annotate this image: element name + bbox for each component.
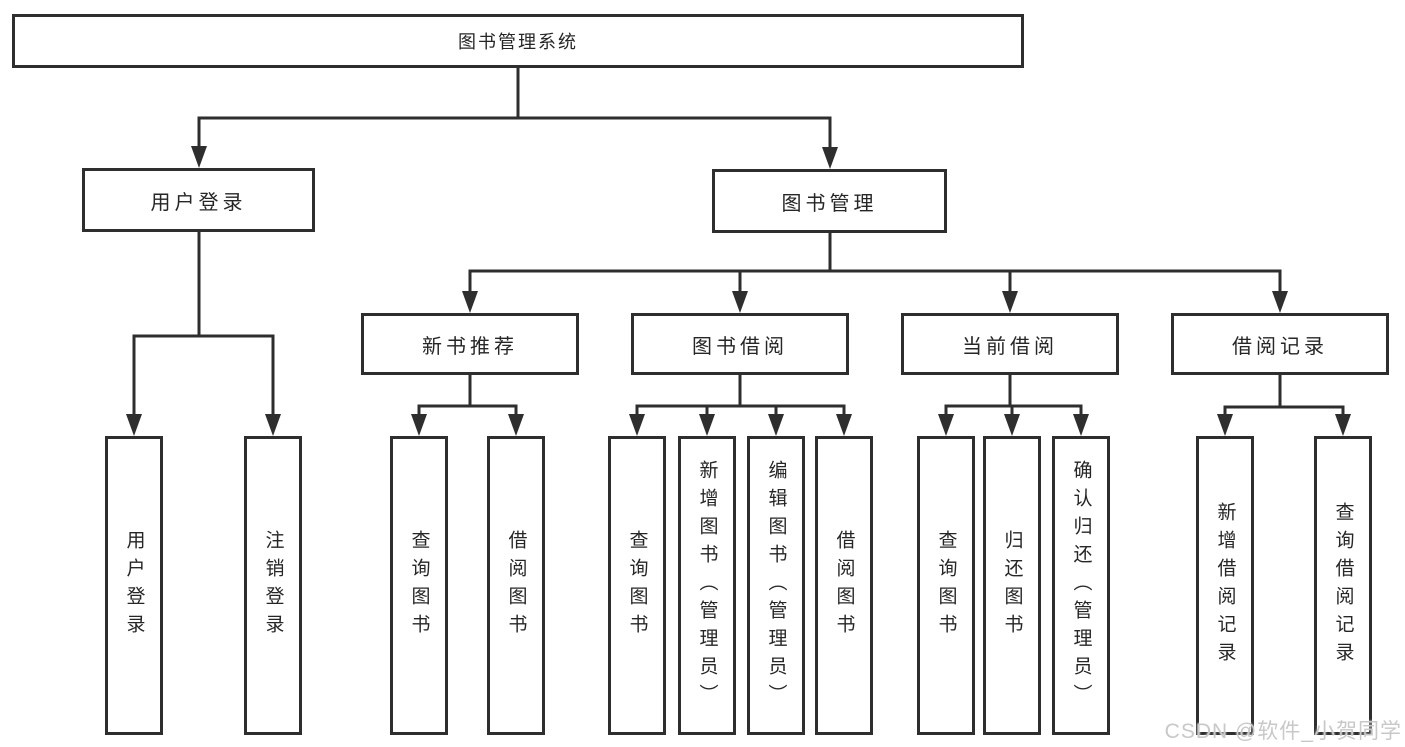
leaf-label: 新增借阅记录: [1214, 501, 1236, 670]
leaf-br-add-record: 新增借阅记录: [1196, 436, 1254, 735]
leaf-label: 注销登录: [262, 529, 284, 642]
leaf-br-query-record: 查询借阅记录: [1314, 436, 1372, 735]
leaf-label: 归还图书: [1001, 529, 1023, 642]
node-borrow-records: 借阅记录: [1171, 313, 1389, 375]
leaf-nbr-query-books: 查询图书: [390, 436, 448, 735]
leaf-label: 用户登录: [123, 529, 145, 642]
node-book-management: 图书管理: [712, 169, 947, 233]
leaf-label: 查询图书: [626, 529, 648, 642]
leaf-cb-confirm-return-admin: 确认归还（管理员）: [1052, 436, 1110, 735]
leaf-label: 确认归还（管理员）: [1070, 459, 1092, 712]
leaf-bb-edit-book-admin: 编辑图书（管理员）: [747, 436, 805, 735]
watermark: CSDN @软件_小贺同学: [1164, 720, 1402, 743]
node-user-login: 用户登录: [82, 168, 315, 232]
leaf-label: 借阅图书: [833, 529, 855, 642]
node-book-borrow: 图书借阅: [631, 313, 849, 375]
node-root: 图书管理系统: [12, 14, 1024, 68]
leaf-nbr-borrow-books: 借阅图书: [487, 436, 545, 735]
leaf-cb-query-books: 查询图书: [917, 436, 975, 735]
leaf-bb-add-book-admin: 新增图书（管理员）: [678, 436, 736, 735]
leaf-bb-borrow-books: 借阅图书: [815, 436, 873, 735]
leaf-cb-return-books: 归还图书: [983, 436, 1041, 735]
leaf-label: 查询图书: [935, 529, 957, 642]
leaf-label: 新增图书（管理员）: [696, 459, 718, 712]
leaf-user-login: 用户登录: [105, 436, 163, 735]
leaf-label: 查询图书: [408, 529, 430, 642]
leaf-bb-query-books: 查询图书: [608, 436, 666, 735]
leaf-label: 借阅图书: [505, 529, 527, 642]
leaf-logout: 注销登录: [244, 436, 302, 735]
node-new-book-recommend: 新书推荐: [361, 313, 579, 375]
node-current-borrow: 当前借阅: [901, 313, 1119, 375]
leaf-label: 查询借阅记录: [1332, 501, 1354, 670]
leaf-label: 编辑图书（管理员）: [765, 459, 787, 712]
